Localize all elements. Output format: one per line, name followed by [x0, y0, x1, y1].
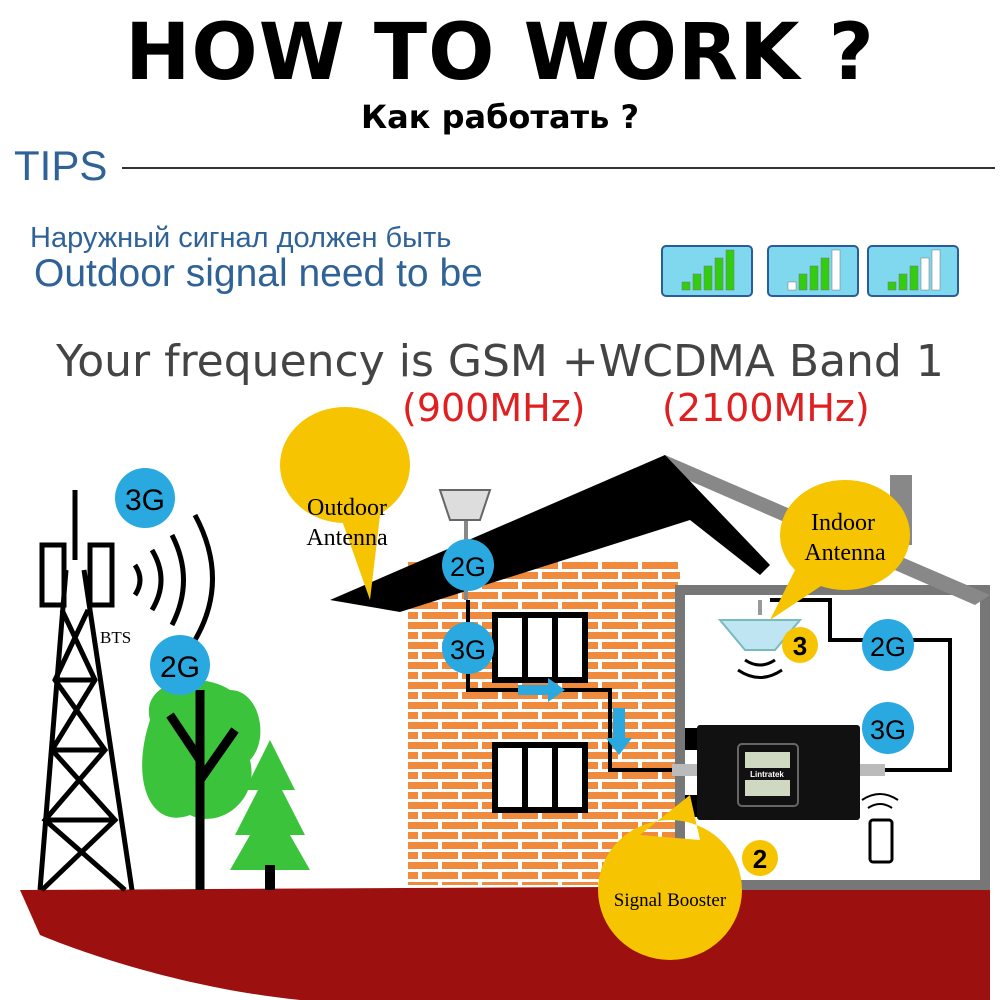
badge-3g: 3G [862, 702, 914, 754]
svg-text:3: 3 [793, 631, 807, 661]
signal-booster-device: Lintratek [672, 725, 885, 820]
window [492, 612, 588, 813]
svg-text:2: 2 [753, 844, 767, 874]
tips-divider [122, 167, 995, 169]
svg-text:3G: 3G [870, 715, 906, 745]
indoor-antenna-callout: Indoor Antenna [770, 480, 910, 620]
tips-heading: TIPS [14, 142, 108, 189]
tip-text-english: Outdoor signal need to be [34, 252, 483, 295]
signal-bar [809, 265, 819, 291]
signal-bar [931, 249, 941, 291]
badge-2g: 2G [150, 635, 210, 695]
tip-text-russian: Наружный сигнал должен быть [30, 222, 452, 254]
step-2-marker: 2 [742, 840, 778, 876]
signal-booster-callout: Signal Booster [598, 795, 742, 960]
signal-bar [887, 281, 897, 291]
badge-3g: 3G [115, 468, 175, 528]
booster-brand: Lintratek [750, 770, 784, 779]
outdoor-antenna-callout: Outdoor Antenna [280, 407, 410, 600]
signal-bar [898, 273, 908, 291]
svg-text:2G: 2G [870, 632, 906, 662]
page-subtitle: Как работать ? [360, 98, 640, 136]
signal-strength-icon [661, 245, 753, 297]
badge-3g: 3G [442, 622, 494, 674]
page-title: HOW TO WORK ? [125, 8, 875, 98]
wcdma-frequency: (2100MHz) [662, 386, 870, 430]
signal-bar [692, 273, 702, 291]
signal-bar [787, 281, 797, 291]
mobile-phone-icon [861, 793, 899, 864]
callout-line-2: Antenna [804, 540, 886, 566]
svg-text:2G: 2G [450, 552, 486, 582]
frequency-text: Your frequency is GSM +WCDMA Band 1 [56, 336, 944, 387]
gsm-frequency: (900MHz) [402, 386, 586, 430]
svg-text:3G: 3G [125, 484, 165, 517]
bts-label: BTS [100, 628, 131, 647]
signal-bar [725, 249, 735, 291]
signal-bar [831, 249, 841, 291]
signal-flow-arrow-icon [518, 678, 632, 755]
signal-strength-icon [867, 245, 959, 297]
signal-strength-examples [661, 245, 959, 297]
signal-bar [798, 273, 808, 291]
tree-icon [142, 680, 310, 890]
svg-text:2G: 2G [160, 651, 200, 684]
bts-tower-icon [37, 490, 135, 892]
step-3-marker: 3 [782, 627, 818, 663]
signal-bar [909, 265, 919, 291]
indoor-antenna-icon [717, 600, 803, 679]
badge-2g: 2G [442, 539, 494, 591]
ground [20, 885, 990, 1000]
roof [330, 455, 770, 612]
signal-bar [703, 265, 713, 291]
svg-text:3G: 3G [450, 635, 486, 665]
signal-bar [920, 257, 930, 291]
signal-strength-icon [767, 245, 859, 297]
signal-bar [820, 257, 830, 291]
callout-text: Signal Booster [614, 890, 727, 911]
signal-bar [714, 257, 724, 291]
badge-2g: 2G [862, 619, 914, 671]
callout-line-1: Outdoor [307, 495, 387, 521]
callout-line-1: Indoor [811, 510, 875, 536]
signal-bar [681, 281, 691, 291]
radio-waves-icon [132, 513, 215, 642]
callout-line-2: Antenna [306, 525, 388, 551]
